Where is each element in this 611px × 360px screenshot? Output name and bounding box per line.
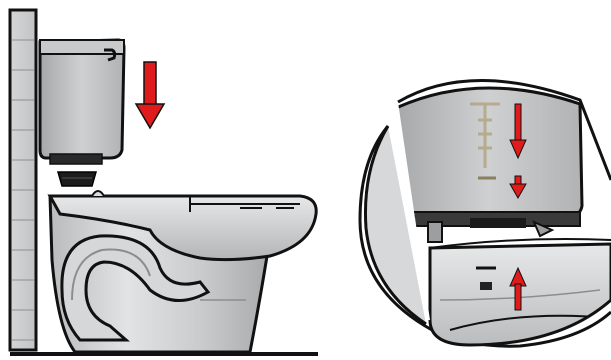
overview-panel xyxy=(10,10,318,354)
detail-tank xyxy=(396,88,582,228)
detail-panel xyxy=(360,60,611,360)
bathroom-wall xyxy=(10,10,36,350)
left-bolt xyxy=(428,222,442,242)
toilet-tank xyxy=(40,40,124,164)
toilet-bowl xyxy=(50,191,316,352)
down-arrow-icon xyxy=(136,62,164,128)
tank-to-bowl-gasket xyxy=(58,172,96,186)
